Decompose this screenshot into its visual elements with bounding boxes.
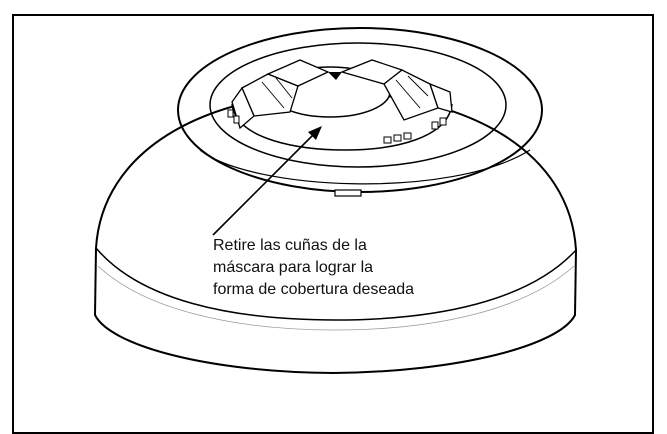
- callout-leader-line: [212, 129, 319, 236]
- ring-lip: [199, 149, 531, 185]
- callout-arrowhead: [308, 126, 322, 140]
- mask-wedge-right-3: [428, 82, 453, 113]
- center-gap: [328, 72, 342, 80]
- inner-top-ring: [209, 42, 507, 168]
- vent-slots: [383, 117, 447, 144]
- callout-line-2: máscara para lograr la: [213, 259, 374, 276]
- callout-line-3: forma de cobertura deseada: [213, 281, 415, 298]
- detector-dome: [93, 90, 578, 375]
- wedge-rib: [395, 79, 421, 109]
- callout-line-1: Retire las cuñas de la: [213, 237, 367, 254]
- latch-notch: [334, 189, 362, 197]
- wedge-rib: [261, 81, 285, 109]
- base-ring-shading: [97, 265, 575, 331]
- base-ring-top-line: [95, 247, 577, 321]
- vent-slots-left: [227, 109, 240, 124]
- callout-text: Retire las cuñas de la máscara para logr…: [213, 235, 453, 301]
- detector-illustration: [93, 27, 578, 375]
- wedge-rib: [275, 77, 293, 99]
- wedge-rib: [407, 75, 429, 97]
